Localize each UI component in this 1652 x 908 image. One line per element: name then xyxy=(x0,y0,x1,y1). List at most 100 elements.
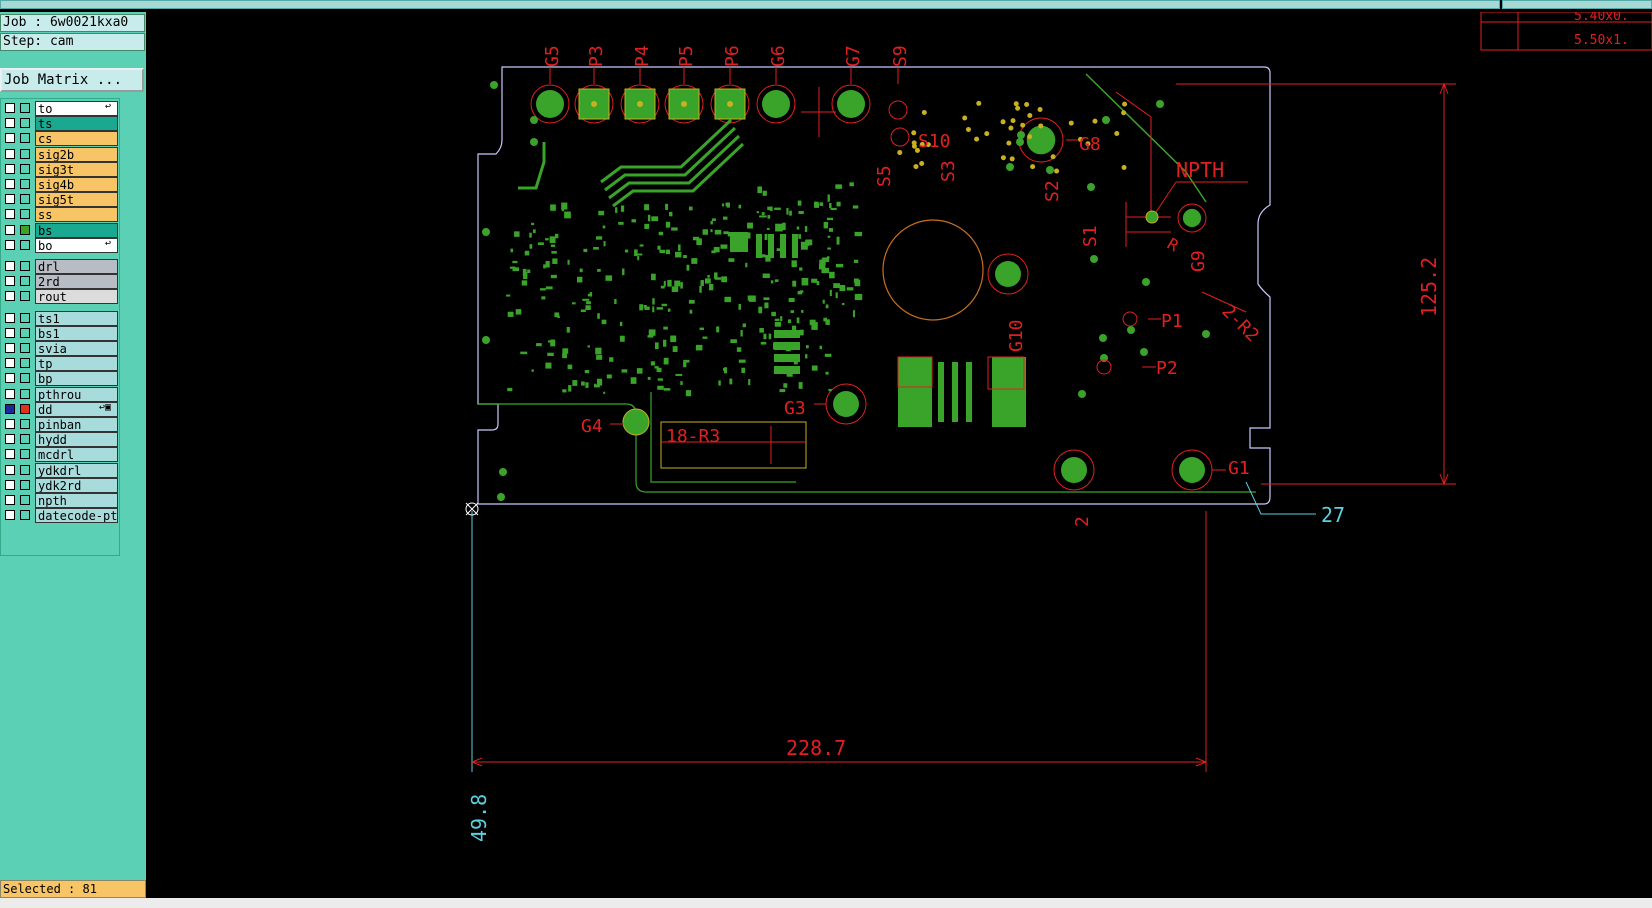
layer-affected-toggle[interactable] xyxy=(20,495,30,505)
layer-affected-toggle[interactable] xyxy=(20,434,30,445)
layer-affected-toggle[interactable] xyxy=(20,291,30,302)
layer-checkbox[interactable] xyxy=(5,163,15,174)
smd-component xyxy=(674,280,681,287)
layer-row-pinban[interactable]: pinban xyxy=(3,417,118,432)
layer-checkbox[interactable] xyxy=(5,327,15,338)
layer-affected-toggle[interactable] xyxy=(20,194,30,205)
layer-row-datecode-pt[interactable]: datecode-pt xyxy=(3,508,118,524)
smd-component xyxy=(782,222,786,231)
layer-row-ts[interactable]: ts xyxy=(3,116,118,132)
layer-row-sig4b[interactable]: sig4b xyxy=(3,177,118,192)
layer-checkbox[interactable] xyxy=(5,118,15,129)
layer-row-bs[interactable]: bs xyxy=(3,222,118,238)
smd-component xyxy=(763,333,767,340)
job-matrix-button[interactable]: Job Matrix ... xyxy=(0,68,144,92)
layer-checkbox[interactable] xyxy=(5,464,15,475)
layer-affected-toggle[interactable] xyxy=(20,239,30,250)
layer-checkbox[interactable] xyxy=(5,373,15,384)
layer-affected-toggle[interactable] xyxy=(20,403,30,414)
layer-row-bo[interactable]: bo↩ xyxy=(3,237,118,253)
layer-row-svia[interactable]: svia xyxy=(3,341,118,356)
smd-component xyxy=(581,381,585,386)
layer-checkbox[interactable] xyxy=(5,403,15,414)
layer-checkbox[interactable] xyxy=(5,179,15,189)
layer-row-pthrou[interactable]: pthrou xyxy=(3,386,118,402)
layer-checkbox[interactable] xyxy=(5,148,15,159)
layer-checkbox[interactable] xyxy=(5,510,15,521)
layer-checkbox[interactable] xyxy=(5,434,15,445)
layer-checkbox[interactable] xyxy=(5,194,15,205)
layer-row-mcdrl[interactable]: mcdrl xyxy=(3,447,118,463)
pad-dot xyxy=(1092,118,1098,124)
layer-checkbox[interactable] xyxy=(5,224,15,235)
layer-row-ss[interactable]: ss xyxy=(3,207,118,223)
layer-checkbox[interactable] xyxy=(5,312,15,323)
layer-row-2rd[interactable]: 2rd xyxy=(3,274,118,290)
layer-affected-toggle[interactable] xyxy=(20,464,30,475)
smd-component xyxy=(621,369,628,373)
layer-affected-toggle[interactable] xyxy=(20,224,30,235)
smd-component xyxy=(637,253,643,256)
layer-row-sig2b[interactable]: sig2b xyxy=(3,146,118,162)
layer-affected-toggle[interactable] xyxy=(20,118,30,129)
layer-affected-toggle[interactable] xyxy=(20,179,30,189)
layer-checkbox[interactable] xyxy=(5,103,15,113)
layer-affected-toggle[interactable] xyxy=(20,163,30,174)
layer-affected-toggle[interactable] xyxy=(20,358,30,369)
layer-row-hydd[interactable]: hydd xyxy=(3,432,118,448)
layer-row-bp[interactable]: bp xyxy=(3,371,118,387)
bottom-scrollbar[interactable] xyxy=(0,898,1652,908)
layer-row-rout[interactable]: rout xyxy=(3,289,118,305)
layer-affected-toggle[interactable] xyxy=(20,209,30,220)
layer-checkbox[interactable] xyxy=(5,261,15,271)
layer-checkbox[interactable] xyxy=(5,479,15,490)
layer-checkbox[interactable] xyxy=(5,343,15,353)
smd-component xyxy=(678,244,681,251)
layer-affected-toggle[interactable] xyxy=(20,103,30,113)
pad-dot xyxy=(1121,110,1127,116)
layer-row-npth[interactable]: npth xyxy=(3,493,118,508)
layer-row-ydk2rd[interactable]: ydk2rd xyxy=(3,477,118,493)
layer-checkbox[interactable] xyxy=(5,388,15,399)
layer-row-tp[interactable]: tp xyxy=(3,356,118,372)
layer-affected-toggle[interactable] xyxy=(20,419,30,429)
smd-component xyxy=(606,374,612,379)
layer-row-to[interactable]: to↩ xyxy=(3,101,118,116)
smd-component xyxy=(527,269,531,274)
layer-checkbox[interactable] xyxy=(5,449,15,460)
layer-checkbox[interactable] xyxy=(5,133,15,144)
layer-checkbox[interactable] xyxy=(5,239,15,250)
layer-row-sig5t[interactable]: sig5t xyxy=(3,192,118,208)
layer-affected-toggle[interactable] xyxy=(20,449,30,460)
layer-affected-toggle[interactable] xyxy=(20,388,30,399)
title-bar xyxy=(0,0,1500,9)
layer-row-cs[interactable]: cs xyxy=(3,131,118,147)
layer-affected-toggle[interactable] xyxy=(20,343,30,353)
layer-row-ts1[interactable]: ts1 xyxy=(3,310,118,326)
layer-checkbox[interactable] xyxy=(5,495,15,505)
layer-checkbox[interactable] xyxy=(5,358,15,369)
layer-affected-toggle[interactable] xyxy=(20,373,30,384)
smd-component xyxy=(670,335,677,343)
layer-affected-toggle[interactable] xyxy=(20,133,30,144)
layer-affected-toggle[interactable] xyxy=(20,148,30,159)
layer-checkbox[interactable] xyxy=(5,291,15,302)
layer-row-sig3t[interactable]: sig3t xyxy=(3,161,118,177)
layer-affected-toggle[interactable] xyxy=(20,312,30,323)
layer-row-drl[interactable]: drl xyxy=(3,259,118,274)
layer-checkbox[interactable] xyxy=(5,209,15,220)
layer-row-ydkdrl[interactable]: ydkdrl xyxy=(3,462,118,478)
layer-checkbox[interactable] xyxy=(5,276,15,287)
pad-dot xyxy=(919,161,925,167)
layer-affected-toggle[interactable] xyxy=(20,479,30,490)
layer-affected-toggle[interactable] xyxy=(20,276,30,287)
layer-affected-toggle[interactable] xyxy=(20,261,30,271)
layer-checkbox[interactable] xyxy=(5,419,15,429)
layer-row-dd[interactable]: dd↩▣ xyxy=(3,401,118,417)
layer-affected-toggle[interactable] xyxy=(20,510,30,521)
smd-component xyxy=(721,203,725,207)
layer-affected-toggle[interactable] xyxy=(20,327,30,338)
graphics-canvas[interactable]: 5.40x0.5.50x1.125.2228.749.8272-R2NPTHR1… xyxy=(146,12,1652,898)
layer-row-bs1[interactable]: bs1 xyxy=(3,325,118,341)
via xyxy=(1202,330,1210,338)
